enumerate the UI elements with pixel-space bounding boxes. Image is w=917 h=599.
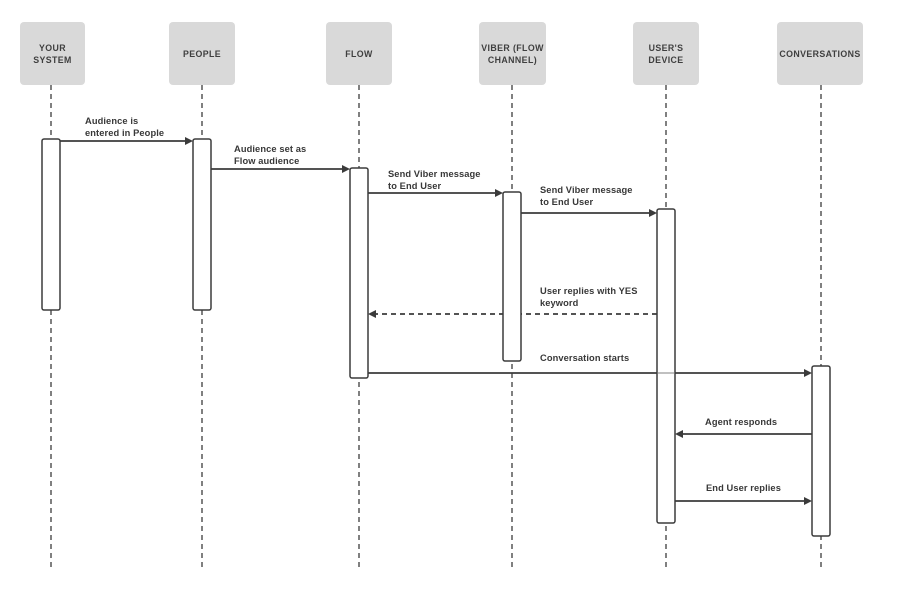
actor-label-flow: FLOW bbox=[345, 48, 373, 59]
message-arrow-7-head bbox=[675, 430, 683, 438]
actor-label-people: PEOPLE bbox=[182, 48, 222, 59]
activation-your-system bbox=[41, 138, 61, 311]
activation-flow bbox=[349, 167, 369, 379]
activation-people bbox=[192, 138, 212, 311]
activation-users-device bbox=[656, 208, 676, 524]
actor-box-viber: VIBER (FLOW CHANNEL) bbox=[479, 22, 546, 85]
message-label-6: Conversation starts bbox=[540, 353, 630, 363]
message-label-2: Audience set as Flow audience bbox=[234, 144, 307, 166]
actor-label-viber: VIBER (FLOW CHANNEL) bbox=[481, 42, 544, 65]
actor-box-conversations: CONVERSATIONS bbox=[777, 22, 863, 85]
activation-conversations bbox=[811, 365, 831, 537]
message-label-5: User replies with YES keyword bbox=[540, 286, 638, 308]
message-arrow-6-head bbox=[804, 369, 812, 377]
actor-label-conversations: CONVERSATIONS bbox=[779, 48, 861, 59]
message-arrow-5-head bbox=[368, 310, 376, 318]
message-label-4: Send Viber message to End User bbox=[540, 185, 633, 207]
actor-box-people: PEOPLE bbox=[169, 22, 235, 85]
message-arrow-3-head bbox=[495, 189, 503, 197]
message-arrow-1-head bbox=[185, 137, 193, 145]
message-label-1: Audience is entered in People bbox=[85, 116, 165, 138]
message-label-7: Agent responds bbox=[705, 417, 778, 427]
message-arrow-8-head bbox=[804, 497, 812, 505]
actor-box-users-device: USER'S DEVICE bbox=[633, 22, 699, 85]
activation-viber bbox=[502, 191, 522, 362]
message-arrow-4-head bbox=[649, 209, 657, 217]
actor-box-your-system: YOUR SYSTEM bbox=[20, 22, 85, 85]
actor-box-flow: FLOW bbox=[326, 22, 392, 85]
actor-label-your-system: YOUR SYSTEM bbox=[33, 42, 72, 65]
message-label-8: End User replies bbox=[706, 483, 781, 493]
message-arrow-2-head bbox=[342, 165, 350, 173]
actor-label-users-device: USER'S DEVICE bbox=[648, 42, 684, 65]
message-label-3: Send Viber message to End User bbox=[388, 169, 481, 191]
